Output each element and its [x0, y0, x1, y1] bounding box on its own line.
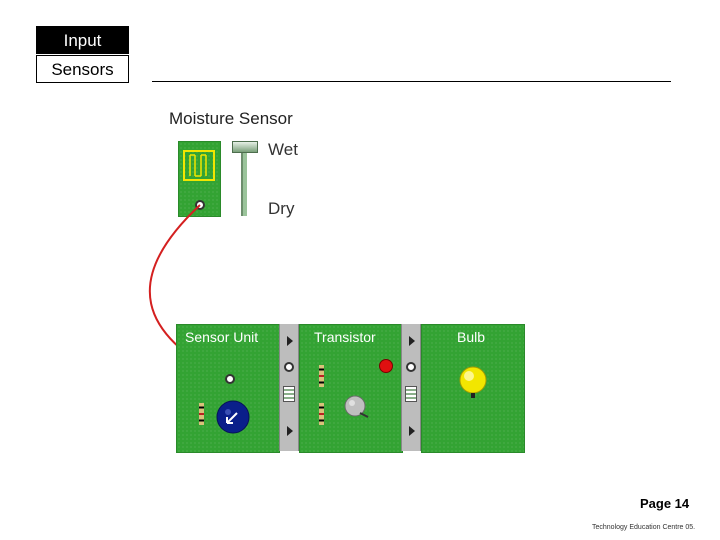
arrow-right-icon: [409, 336, 415, 346]
header-divider: [152, 81, 671, 82]
sensor-unit-title: Sensor Unit: [185, 329, 259, 345]
arrow-right-icon: [287, 336, 293, 346]
resistor-icon: [319, 403, 324, 425]
page-number: Page 14: [640, 496, 690, 511]
bulb-title: Bulb: [457, 329, 486, 345]
tab-sensors[interactable]: Sensors: [36, 55, 129, 83]
bulb-icon: [459, 366, 487, 398]
connector-port[interactable]: [406, 362, 416, 372]
tab-input[interactable]: Input: [36, 26, 129, 54]
connector-strip-2: [401, 324, 421, 451]
sensor-unit-input-terminal[interactable]: [225, 374, 235, 384]
dry-label: Dry: [268, 199, 295, 218]
transistor-icon: [344, 395, 369, 418]
connector-strip-1: [279, 324, 299, 451]
footer-credit: Technology Education Centre 05.: [592, 524, 696, 531]
moisture-slider-handle[interactable]: [232, 141, 258, 153]
resistor-icon: [319, 365, 324, 387]
led-indicator-icon: [379, 359, 393, 373]
potentiometer-dial-icon[interactable]: [215, 399, 251, 435]
connector-port[interactable]: [284, 362, 294, 372]
moisture-sensor-title: Moisture Sensor: [169, 109, 293, 128]
resistor-icon: [199, 403, 204, 425]
moisture-slider-track[interactable]: [241, 152, 247, 216]
moisture-sensor-board[interactable]: [178, 141, 221, 217]
arrow-right-icon: [409, 426, 415, 436]
arrow-right-icon: [287, 426, 293, 436]
connector-bars-icon: [405, 386, 417, 402]
connector-bars-icon: [283, 386, 295, 402]
bulb-board[interactable]: Bulb: [421, 324, 525, 453]
sensor-unit-board[interactable]: Sensor Unit: [176, 324, 280, 453]
wet-label: Wet: [268, 140, 298, 159]
moisture-probe-icon: [183, 150, 215, 181]
transistor-title: Transistor: [314, 329, 376, 345]
transistor-board[interactable]: Transistor: [299, 324, 403, 453]
